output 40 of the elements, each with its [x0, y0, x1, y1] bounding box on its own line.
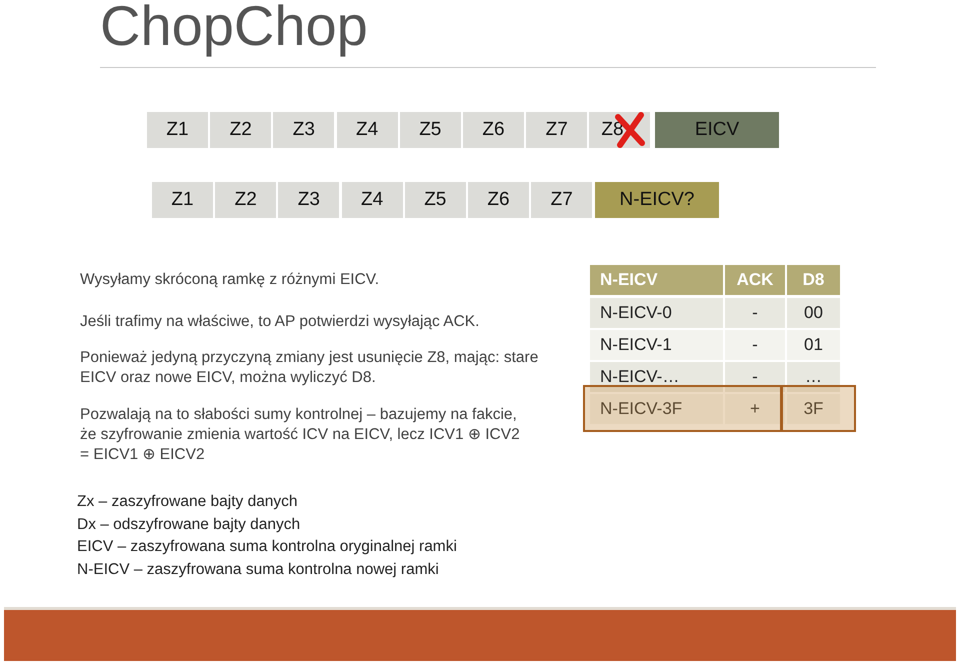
- table-cell: N-EICV-0: [590, 298, 723, 328]
- definition-text: Dx – odszyfrowane bajty danych: [77, 514, 300, 534]
- checksum-cell: N-EICV?: [595, 182, 719, 218]
- definition-text: EICV – zaszyfrowana suma kontrolna oryginalnej ramki: [77, 537, 457, 557]
- table-header-cell: N-EICV: [590, 265, 723, 295]
- table-cell: -: [725, 298, 785, 328]
- table-cell: …: [787, 362, 840, 392]
- frame-byte-cell: Z2: [210, 112, 272, 148]
- frame-byte-cell: Z4: [342, 182, 403, 218]
- definition-text: Zx – zaszyfrowane bajty danych: [77, 492, 298, 512]
- table-cell: -: [725, 362, 785, 392]
- frame-byte-cell: Z1: [152, 182, 213, 218]
- table-cell: +: [725, 394, 785, 424]
- frame-byte-cell: Z7: [526, 112, 588, 148]
- frame-byte-cell: Z7: [531, 182, 592, 218]
- table-cell: N-EICV-1: [590, 330, 723, 360]
- paragraph: Jeśli trafimy na właściwe, to AP potwierdzi wysyłając ACK.: [80, 312, 480, 332]
- table-cell: N-EICV-3F: [590, 394, 723, 424]
- table-cell: -: [725, 330, 785, 360]
- frame-byte-cell: Z6: [468, 182, 529, 218]
- table-header-cell: D8: [787, 265, 840, 295]
- table-cell: 00: [787, 298, 840, 328]
- frame-byte-cell: Z5: [404, 182, 466, 218]
- frame-byte-cell: Z6: [463, 112, 524, 148]
- table-cell: N-EICV-…: [590, 362, 723, 392]
- paragraph: Ponieważ jedyną przyczyną zmiany jest usunięcie Z8, mając: stare EICV oraz nowe EICV, można wyliczyć D8.: [80, 348, 540, 388]
- checksum-cell: EICV: [655, 112, 779, 148]
- paragraph: Wysyłamy skróconą ramkę z różnymi EICV.: [80, 270, 380, 290]
- frame-byte-cell: Z1: [147, 112, 208, 148]
- paragraph: Pozwalają na to słabości sumy kontrolnej – bazujemy na fakcie, że szyfrowanie zmienia wartość ICV na EICV, lecz ICV1 ⊕ ICV2 = EICV1 ⊕ EICV2: [80, 405, 520, 465]
- table-cell: 3F: [787, 394, 840, 424]
- frame-byte-cell: Z3: [278, 182, 340, 218]
- frame-byte-cell: Z3: [273, 112, 334, 148]
- frame-byte-cell: Z4: [336, 112, 398, 148]
- frame-byte-cell: Z5: [400, 112, 461, 148]
- table-cell: 01: [787, 330, 840, 360]
- table-header-cell: ACK: [725, 265, 785, 295]
- slide-title: ChopChop: [100, 0, 368, 58]
- definition-text: N-EICV – zaszyfrowana suma kontrolna nowej ramki: [77, 560, 439, 580]
- frame-byte-cell: Z2: [215, 182, 276, 218]
